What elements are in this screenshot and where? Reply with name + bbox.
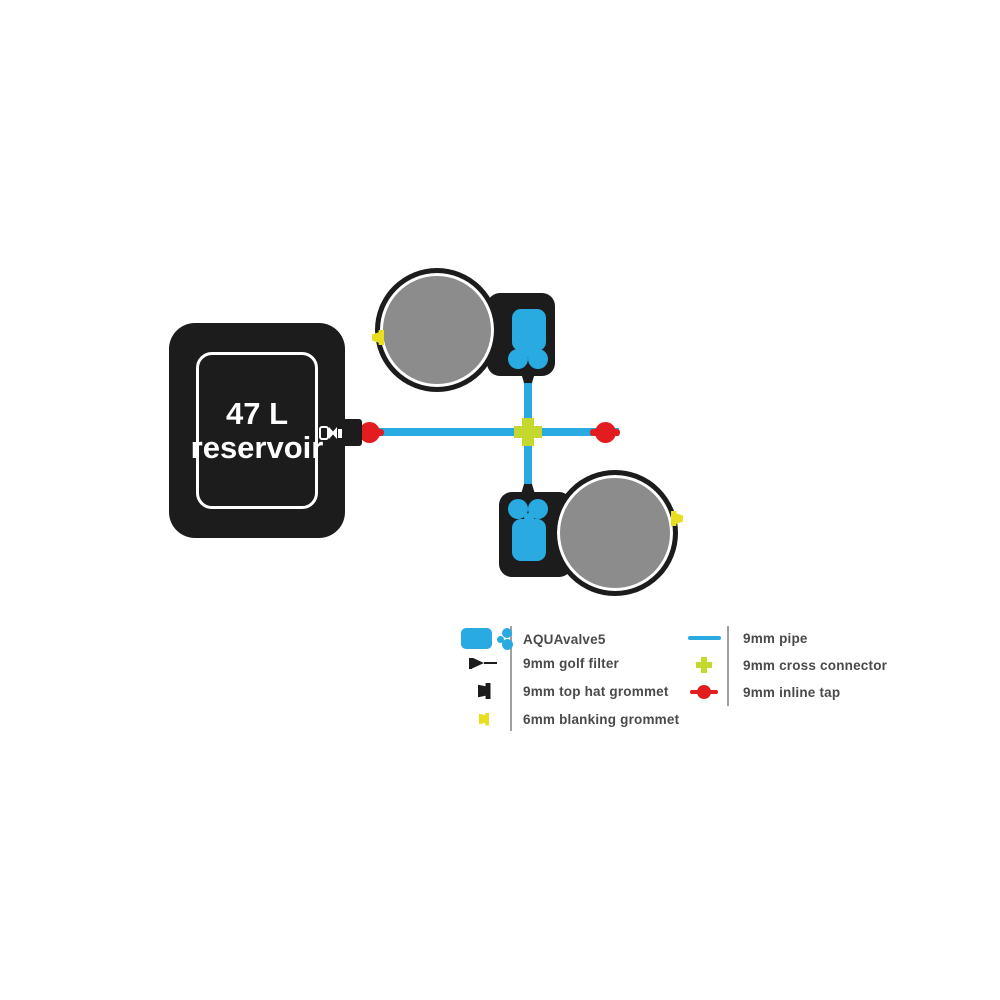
cross-connector-icon — [696, 657, 712, 673]
inline-tap-icon — [594, 422, 616, 443]
blanking-grommet-top-pot — [372, 330, 384, 345]
reservoir-inner-outline — [196, 352, 318, 509]
inline-tap-icon-ball — [697, 685, 711, 699]
legend-icon-slot — [458, 683, 510, 699]
reservoir: 47 L reservoir — [169, 323, 345, 538]
legend-icon-slot — [678, 636, 730, 640]
top-hat-grommet-outlet — [342, 419, 362, 446]
main-pipe-horizontal — [360, 428, 619, 436]
aquavalve-icon — [460, 627, 513, 651]
aquavalve-bottom-left-float — [508, 499, 528, 519]
golf-filter-body — [319, 426, 329, 440]
inline-tap-icon — [690, 684, 718, 700]
golf-filter-icon-tip — [472, 657, 484, 669]
legend-label: 9mm pipe — [743, 630, 808, 646]
inline-tap-icon — [358, 422, 380, 443]
legend-label: 9mm golf filter — [523, 655, 620, 671]
reservoir-word: reservoir — [190, 429, 324, 465]
aquavalve-icon-float-bottom — [501, 639, 513, 650]
aquavalve-icon-body — [460, 628, 492, 649]
aquavalve-icon-float-top — [501, 628, 512, 638]
top-hat-grommet-bottom-tray — [520, 484, 536, 496]
legend-label: AQUAvalve5 — [523, 631, 606, 647]
aquavalve-bottom-center-float — [524, 513, 534, 523]
top-hat-grommet-top-tray — [520, 371, 536, 383]
pot-top — [375, 268, 499, 392]
aquavalve-icon-float-small — [496, 636, 504, 643]
blanking-grommet-icon — [479, 712, 489, 726]
legend-icon-slot — [458, 712, 510, 726]
legend-row-aquavalve: AQUAvalve5 — [458, 627, 606, 651]
legend-icon-slot — [458, 627, 513, 651]
golf-filter-icon-line — [484, 661, 497, 665]
legend-label: 9mm inline tap — [743, 684, 841, 700]
inline-tap-left — [354, 422, 384, 443]
legend-row-cross-connector: 9mm cross connector — [678, 653, 887, 677]
reservoir-label: 47 L reservoir — [169, 323, 345, 538]
golf-filter-tail — [338, 428, 342, 438]
legend-icon-slot — [678, 657, 730, 673]
legend-row-inline-tap: 9mm inline tap — [678, 680, 840, 704]
golf-filter-icon — [469, 657, 499, 669]
aquavalve-top-body — [512, 309, 546, 351]
aquavalve-bottom-body — [512, 519, 546, 561]
legend-row-golf-filter: 9mm golf filter — [458, 651, 619, 675]
golf-filter-icon-bar — [469, 657, 472, 669]
legend-icon-slot — [678, 684, 730, 700]
legend-label: 9mm cross connector — [743, 657, 888, 673]
cross-icon-horizontal — [696, 662, 712, 668]
legend-label: 9mm top hat grommet — [523, 683, 669, 699]
cross-connector-icon — [514, 418, 542, 446]
golf-filter-bowtie — [329, 427, 337, 439]
top-hat-grommet-icon — [477, 683, 491, 699]
legend-divider-right — [727, 626, 729, 706]
golf-filter-icon — [318, 425, 346, 441]
blanking-grommet-bottom-pot — [671, 511, 683, 526]
pipe-icon — [687, 636, 721, 640]
pot-bottom — [552, 470, 678, 596]
legend-icon-slot — [458, 657, 510, 669]
legend-row-blanking-grommet: 6mm blanking grommet — [458, 707, 679, 731]
reservoir-capacity: 47 L — [225, 395, 289, 431]
legend-row-pipe: 9mm pipe — [678, 626, 808, 650]
cross-connector-horizontal — [514, 426, 542, 438]
legend-row-top-hat-grommet: 9mm top hat grommet — [458, 679, 669, 703]
aquavalve-top-left-float — [508, 349, 528, 369]
aquavalve-top-right-float — [528, 349, 548, 369]
legend-label: 6mm blanking grommet — [523, 711, 680, 727]
legend-divider-left — [510, 626, 512, 731]
inline-tap-right — [590, 422, 620, 443]
